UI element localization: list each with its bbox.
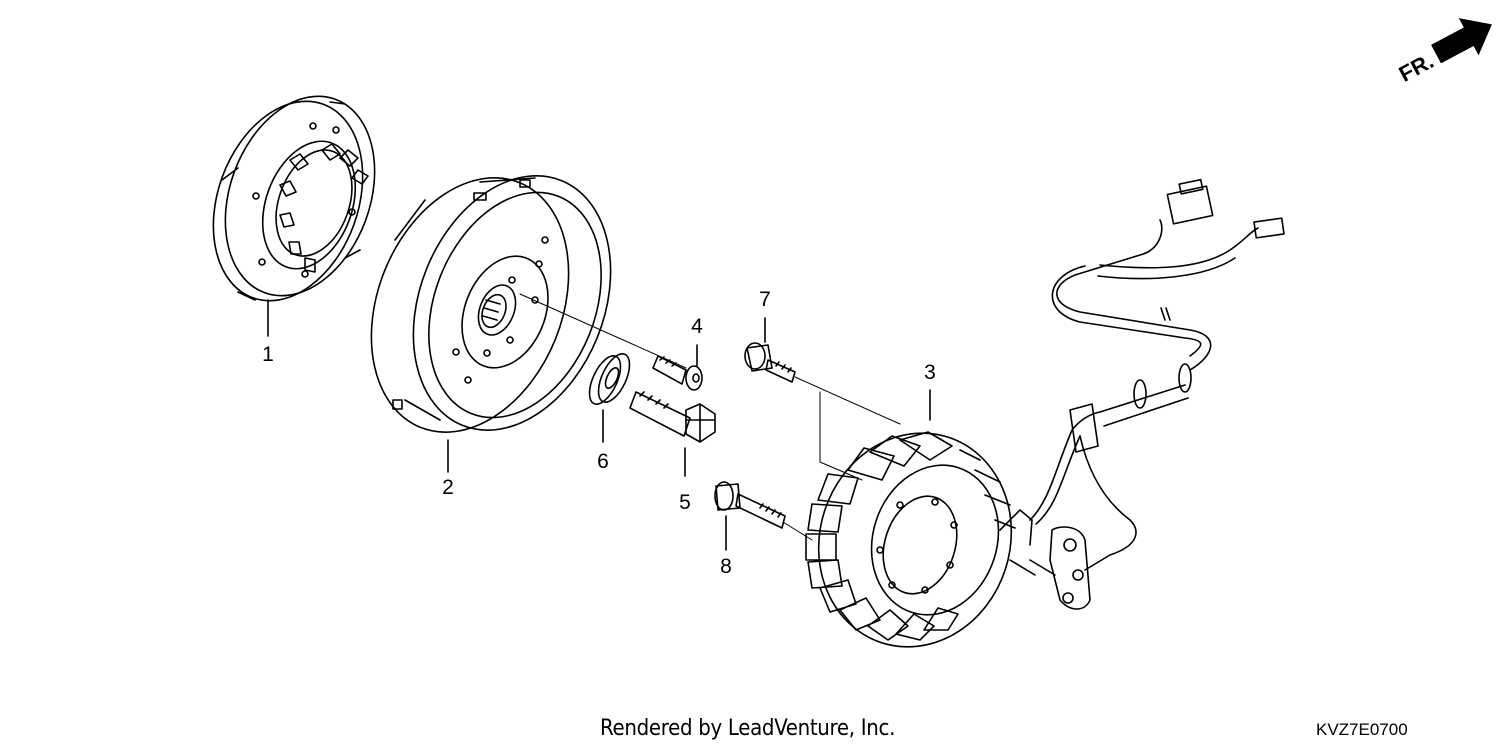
callout-8: 8 [720, 555, 732, 578]
render-credit: Rendered by LeadVenture, Inc. [600, 716, 896, 741]
arrow-front-icon [1431, 18, 1492, 64]
callout-4: 4 [691, 315, 703, 338]
diagram-code: KVZ7E0700 [1316, 720, 1408, 739]
bolt-5-part [629, 391, 716, 477]
bolt-7-part [744, 317, 796, 383]
callout-3: 3 [924, 361, 936, 384]
starter-clutch-part [212, 95, 376, 337]
fr-label: FR. [1395, 48, 1438, 87]
flywheel-rotor-part [370, 175, 612, 473]
callout-6: 6 [597, 450, 609, 473]
callout-7: 7 [759, 288, 771, 311]
bolt-4-part [652, 344, 703, 391]
stator-part [805, 389, 1036, 648]
callout-1: 1 [262, 343, 274, 366]
callout-2: 2 [442, 476, 454, 499]
washer-part [588, 353, 631, 443]
wire-harness-part [1029, 178, 1285, 610]
front-direction-marker: FR. [1395, 18, 1492, 87]
bolt-8-part [714, 481, 786, 551]
callout-5: 5 [679, 491, 691, 514]
